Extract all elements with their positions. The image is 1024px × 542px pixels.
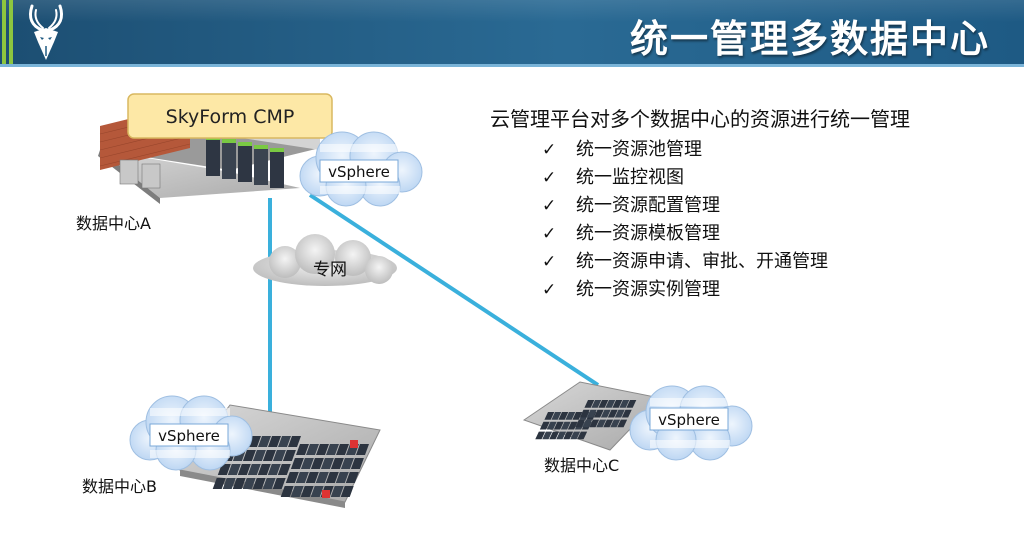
feature-item: ✓ 统一资源实例管理 bbox=[542, 276, 990, 304]
cmp-box bbox=[127, 93, 333, 139]
feature-heading: 云管理平台对多个数据中心的资源进行统一管理 bbox=[490, 107, 910, 131]
feature-text: 统一资源实例管理 bbox=[576, 279, 720, 300]
feature-item: ✓ 统一资源配置管理 bbox=[542, 192, 990, 220]
feature-text: 统一资源模板管理 bbox=[576, 223, 720, 244]
link-line-a-c bbox=[308, 193, 600, 387]
datacenter-b-label: 数据中心B bbox=[82, 477, 157, 496]
vsphere-label-a: vSphere bbox=[328, 163, 390, 181]
datacenter-a-label: 数据中心A bbox=[76, 214, 151, 233]
check-icon: ✓ bbox=[542, 252, 557, 272]
check-icon: ✓ bbox=[542, 280, 557, 300]
accent-stripe bbox=[2, 0, 6, 66]
feature-text: 统一资源申请、审批、开通管理 bbox=[576, 251, 828, 272]
private-network-cloud bbox=[253, 234, 397, 286]
feature-text: 统一资源池管理 bbox=[576, 139, 702, 160]
feature-item: ✓ 统一资源模板管理 bbox=[542, 220, 990, 248]
vsphere-label-b: vSphere bbox=[158, 427, 220, 445]
header-bar: 统一管理多数据中心 bbox=[0, 0, 1024, 67]
check-icon: ✓ bbox=[542, 168, 557, 188]
feature-text: 统一资源配置管理 bbox=[576, 195, 720, 216]
cmp-label: SkyForm CMP bbox=[166, 106, 295, 128]
header-shine bbox=[0, 0, 1024, 22]
vsphere-box-b bbox=[149, 423, 229, 447]
check-icon: ✓ bbox=[542, 140, 557, 160]
check-icon: ✓ bbox=[542, 196, 557, 216]
feature-panel: 云管理平台对多个数据中心的资源进行统一管理 ✓ 统一资源池管理 ✓ 统一监控视图 ✓… bbox=[490, 103, 990, 304]
page-title: 统一管理多数据中心 bbox=[629, 17, 990, 61]
vsphere-label-c: vSphere bbox=[658, 411, 720, 429]
antelope-logo-icon bbox=[28, 4, 64, 60]
vsphere-cloud-a bbox=[299, 131, 423, 207]
network-label: 专网 bbox=[313, 260, 347, 280]
vsphere-cloud-b bbox=[129, 395, 253, 471]
vsphere-box-c bbox=[649, 407, 729, 431]
feature-text: 统一监控视图 bbox=[576, 167, 684, 188]
feature-list: ✓ 统一资源池管理 ✓ 统一监控视图 ✓ 统一资源配置管理 ✓ 统一资源模板管理 ✓ 统一… bbox=[490, 136, 990, 304]
datacenter-c-label: 数据中心C bbox=[544, 456, 619, 475]
accent-stripe bbox=[9, 0, 13, 66]
header-divider bbox=[0, 64, 1024, 67]
feature-item: ✓ 统一资源池管理 bbox=[542, 136, 990, 164]
vsphere-box-a bbox=[319, 159, 399, 183]
check-icon: ✓ bbox=[542, 224, 557, 244]
vsphere-cloud-c bbox=[629, 385, 753, 461]
feature-item: ✓ 统一资源申请、审批、开通管理 bbox=[542, 248, 990, 276]
feature-item: ✓ 统一监控视图 bbox=[542, 164, 990, 192]
